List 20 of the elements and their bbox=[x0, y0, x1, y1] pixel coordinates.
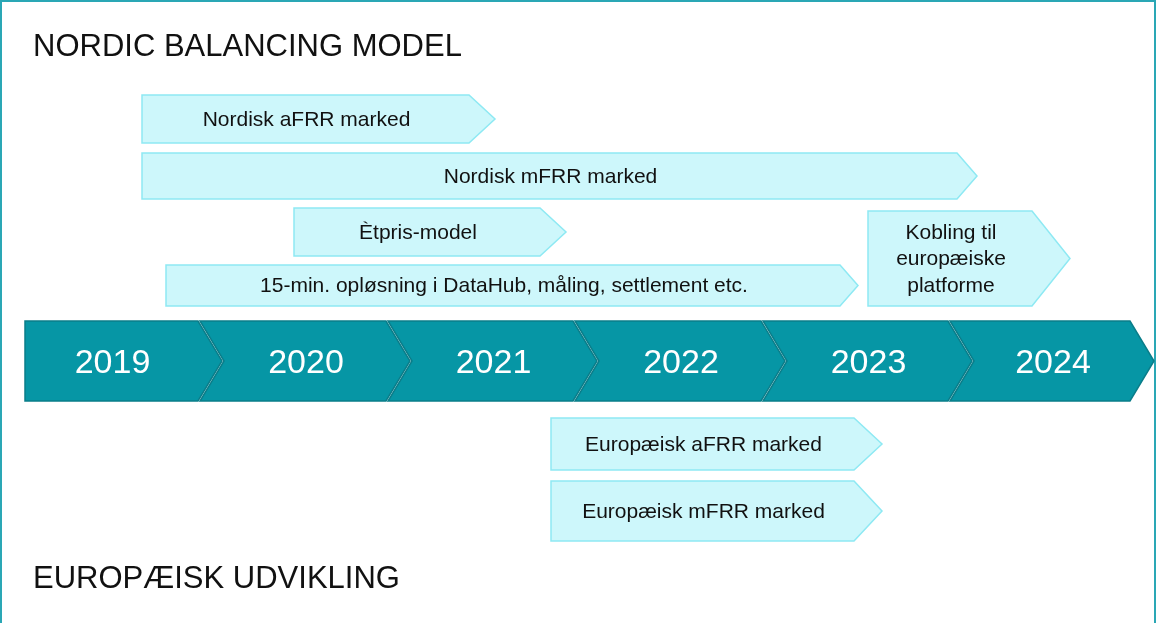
title: NORDIC BALANCING MODEL bbox=[33, 28, 462, 64]
milestone-banner bbox=[551, 481, 882, 541]
milestone-label: Europæisk mFRR marked bbox=[582, 497, 825, 524]
year-block bbox=[25, 321, 222, 401]
year-block bbox=[950, 321, 1154, 401]
milestone-label: 15-min. opløsning i DataHub, måling, settlement etc. bbox=[260, 272, 748, 299]
milestone-label: Nordisk aFRR marked bbox=[202, 105, 411, 132]
milestone-label: Nordisk mFRR marked bbox=[443, 162, 658, 189]
milestone-banner bbox=[142, 95, 495, 143]
milestone-banner bbox=[868, 211, 1070, 306]
milestone-label: Ètpris-model bbox=[359, 218, 477, 245]
milestone-banner bbox=[166, 265, 858, 306]
milestone-banner bbox=[142, 153, 977, 199]
milestone-label: Kobling til europæiske platforme bbox=[895, 219, 1007, 298]
section-heading: EUROPÆISK UDVIKLING bbox=[33, 560, 400, 596]
milestone-banner bbox=[551, 418, 882, 470]
year-label: 2024 bbox=[1015, 340, 1091, 382]
milestone-banner bbox=[294, 208, 566, 256]
year-label: 2019 bbox=[74, 340, 151, 382]
milestone-label: Europæisk aFRR marked bbox=[585, 430, 822, 457]
